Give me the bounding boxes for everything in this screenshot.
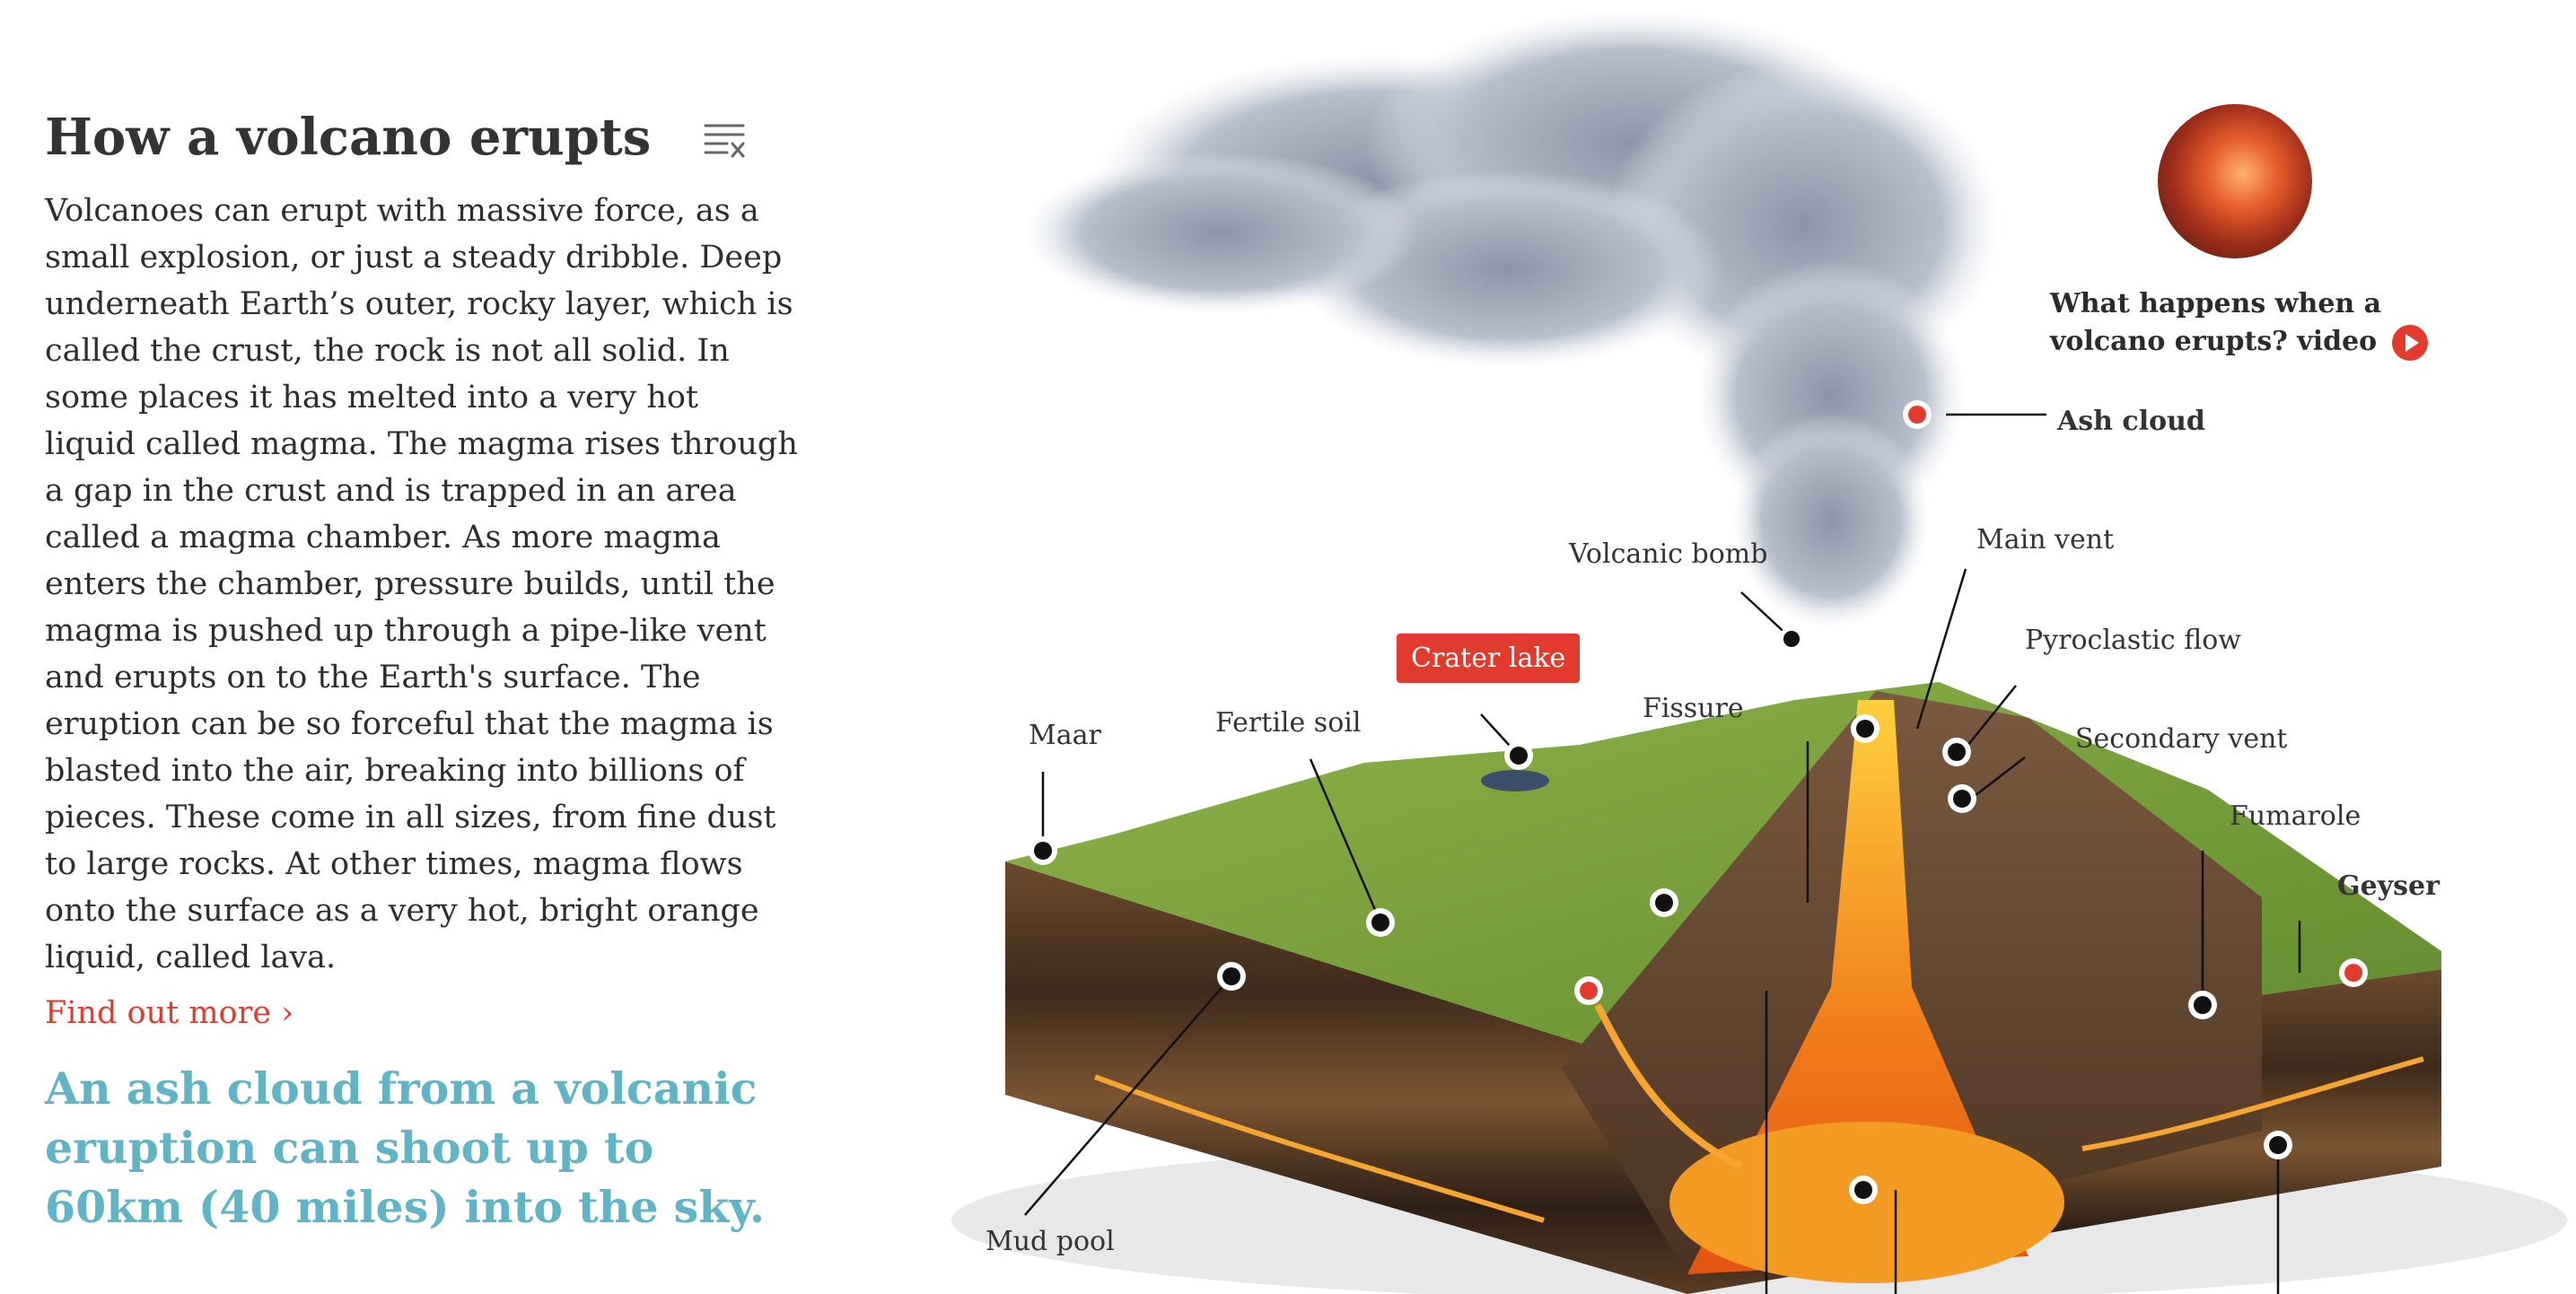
volcano-illustration: [951, 9, 2567, 1294]
marker-geyser[interactable]: [2339, 958, 2368, 987]
marker-crater-lake[interactable]: [1504, 741, 1533, 770]
label-pyroclastic-flow: Pyroclastic flow: [2025, 625, 2241, 656]
label-secondary-vent: Secondary vent: [2075, 723, 2288, 755]
ash-cloud: [1023, 9, 2002, 628]
article-body: Volcanoes can erupt with massive force, …: [45, 193, 798, 976]
marker-volcanic-bomb[interactable]: [1779, 626, 1804, 651]
label-ash-cloud: Ash cloud: [2057, 406, 2205, 437]
label-geyser: Geyser: [2337, 870, 2440, 902]
label-maar: Maar: [1029, 720, 1101, 751]
find-out-more-link[interactable]: Find out more ›: [45, 995, 294, 1032]
label-fissure: Fissure: [1643, 693, 1744, 724]
video-link-line1: What happens when a: [2050, 288, 2382, 319]
marker-magma-chamber[interactable]: [1849, 1176, 1878, 1204]
marker-pyroclastic-flow[interactable]: [1942, 738, 1971, 766]
article: How a volcano erupts Volcanoes can erupt…: [45, 108, 799, 1031]
fact-callout: An ash cloud from a volcanic eruption ca…: [45, 1062, 766, 1233]
marker-mud-pool[interactable]: [1217, 962, 1246, 991]
marker-underground-right[interactable]: [2264, 1131, 2292, 1159]
list-close-icon[interactable]: [700, 117, 749, 165]
volcano-diagram: What happens when a volcano erupts? vide…: [862, 0, 2576, 1294]
marker-fertile-soil[interactable]: [1366, 908, 1395, 937]
marker-ash-cloud[interactable]: [1903, 400, 1932, 429]
label-main-vent: Main vent: [1976, 524, 2115, 555]
marker-main-vent[interactable]: [1851, 714, 1879, 743]
play-icon[interactable]: [2391, 325, 2428, 361]
label-fertile-soil: Fertile soil: [1215, 707, 1362, 739]
video-link-line2: volcano erupts? video: [2050, 326, 2378, 357]
label-volcanic-bomb: Volcanic bomb: [1569, 538, 1768, 570]
page-title: How a volcano erupts: [45, 108, 652, 167]
marker-fumarole[interactable]: [2188, 991, 2217, 1019]
marker-secondary-vent[interactable]: [1948, 784, 1976, 813]
marker-red-lower[interactable]: [1574, 976, 1603, 1005]
video-thumbnail[interactable]: [2158, 104, 2312, 258]
video-link[interactable]: What happens when a volcano erupts? vide…: [2050, 285, 2428, 361]
label-fumarole: Fumarole: [2230, 800, 2361, 832]
marker-maar[interactable]: [1029, 836, 1057, 865]
label-mud-pool: Mud pool: [986, 1226, 1115, 1257]
label-crater-lake[interactable]: Crater lake: [1397, 634, 1581, 683]
marker-fissure[interactable]: [1650, 888, 1678, 917]
